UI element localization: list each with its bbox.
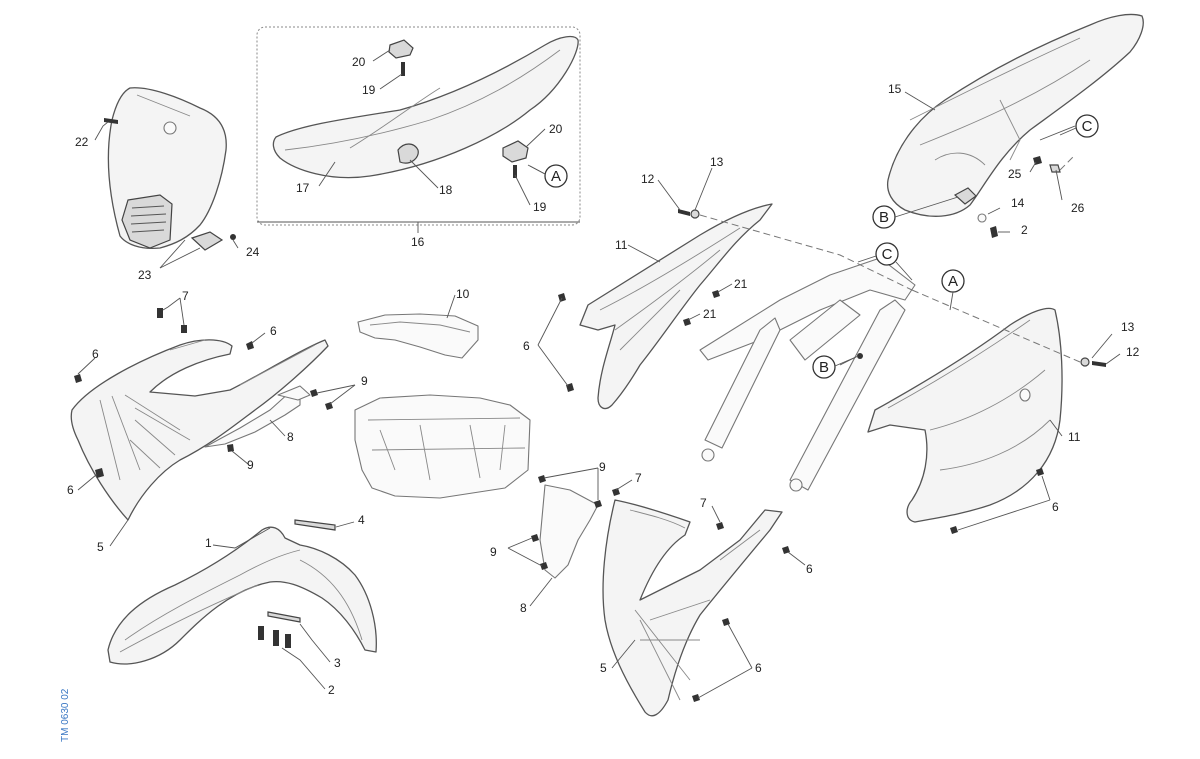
label-part-24: 24 xyxy=(246,245,260,259)
seat-group-frame xyxy=(256,26,581,226)
subframe-lower-right-tube xyxy=(789,299,906,491)
front-fender-group xyxy=(107,519,377,690)
label-part-12-left: 12 xyxy=(641,172,655,186)
svg-text:A: A xyxy=(551,168,561,185)
radiator-shroud-left-group xyxy=(70,297,356,547)
label-part-14: 14 xyxy=(1011,196,1025,210)
label-part-12-right: 12 xyxy=(1126,345,1140,359)
svg-text:C: C xyxy=(882,246,893,263)
shroud-bracket-right xyxy=(539,484,599,579)
rear-fender-group xyxy=(886,13,1144,238)
label-part-15: 15 xyxy=(888,82,902,96)
label-part-11-left: 11 xyxy=(615,238,628,252)
callout-a-frame: A xyxy=(941,269,965,311)
label-part-25: 25 xyxy=(1008,167,1022,181)
seat-bracket-rear xyxy=(502,140,529,163)
label-part-6-e: 6 xyxy=(806,562,813,576)
label-part-7-a: 7 xyxy=(182,289,189,303)
label-part-20-a: 20 xyxy=(352,55,366,69)
label-part-5-right: 5 xyxy=(600,661,607,675)
svg-text:B: B xyxy=(879,209,889,226)
label-part-6-a: 6 xyxy=(92,347,99,361)
label-part-8-right: 8 xyxy=(520,601,527,615)
side-panel-left-group xyxy=(537,167,773,410)
label-part-13-right: 13 xyxy=(1121,320,1135,334)
label-part-9-d: 9 xyxy=(490,545,497,559)
callout-a-seat: A xyxy=(529,164,568,188)
label-part-6-f: 6 xyxy=(755,661,762,675)
label-part-10: 10 xyxy=(456,287,470,301)
label-part-20-b: 20 xyxy=(549,122,563,136)
label-part-8-left: 8 xyxy=(287,430,294,444)
assembly-lines xyxy=(699,154,1081,363)
label-part-3: 3 xyxy=(334,656,341,670)
rear-subframe xyxy=(699,257,916,492)
label-part-2-rear: 2 xyxy=(1021,223,1028,237)
radiator-shroud-right xyxy=(602,499,783,717)
label-part-22: 22 xyxy=(75,135,89,149)
label-part-7-b: 7 xyxy=(635,471,642,485)
label-part-6-c: 6 xyxy=(270,324,277,338)
seat-patch xyxy=(397,143,419,164)
airbox-cover xyxy=(357,313,479,359)
callout-b-fender: B xyxy=(872,196,959,229)
subframe-lower-left-tube xyxy=(704,317,781,449)
callout-c-fender: C xyxy=(1059,114,1099,138)
radiator-shroud-right-group xyxy=(507,467,806,717)
label-part-19-a: 19 xyxy=(362,83,376,97)
label-part-7-c: 7 xyxy=(700,496,707,510)
headlight-lens xyxy=(121,194,173,249)
label-part-21-b: 21 xyxy=(703,307,717,321)
label-part-2: 2 xyxy=(328,683,335,697)
svg-text:B: B xyxy=(819,359,829,376)
label-part-21-a: 21 xyxy=(734,277,748,291)
callouts: A A B B C C xyxy=(529,114,1099,379)
label-part-11-right: 11 xyxy=(1068,430,1081,444)
radiator-shroud-left xyxy=(70,339,329,521)
side-panel-right-group xyxy=(867,307,1121,534)
seat-group xyxy=(256,26,581,233)
airbox xyxy=(354,394,531,499)
seat xyxy=(272,35,579,179)
label-part-5-left: 5 xyxy=(97,540,104,554)
label-part-6-g: 6 xyxy=(1052,500,1059,514)
side-panel-left xyxy=(579,203,773,410)
headlight-mask-group xyxy=(94,87,239,269)
label-part-9-c: 9 xyxy=(599,460,606,474)
label-part-13-left: 13 xyxy=(710,155,724,169)
seat-bracket-front xyxy=(388,39,414,59)
label-part-1: 1 xyxy=(205,536,212,550)
callout-b-frame: B xyxy=(812,355,857,379)
label-part-23: 23 xyxy=(138,268,152,282)
headlight-bracket xyxy=(190,231,224,251)
airbox-cover-group xyxy=(354,294,531,499)
callout-c-frame: C xyxy=(857,242,913,281)
rear-fender xyxy=(886,13,1144,217)
label-part-6-d: 6 xyxy=(523,339,530,353)
svg-text:A: A xyxy=(948,273,958,290)
front-fender xyxy=(107,526,377,665)
label-part-4: 4 xyxy=(358,513,365,527)
label-part-9-b: 9 xyxy=(247,458,254,472)
subframe-upper-rail xyxy=(699,257,916,361)
label-part-26: 26 xyxy=(1071,201,1085,215)
drawing-reference-code: TM 0630 02 xyxy=(60,688,71,742)
label-part-19-b: 19 xyxy=(533,200,547,214)
label-part-18: 18 xyxy=(439,183,453,197)
label-part-17: 17 xyxy=(296,181,310,195)
label-part-9-a: 9 xyxy=(361,374,368,388)
side-panel-right xyxy=(867,307,1063,523)
label-part-16: 16 xyxy=(411,235,425,249)
label-part-6-b: 6 xyxy=(67,483,74,497)
part-number-labels: 1 2 2 3 4 5 5 6 6 6 6 6 6 6 7 7 7 8 8 9 … xyxy=(67,55,1140,697)
svg-text:C: C xyxy=(1082,118,1093,135)
